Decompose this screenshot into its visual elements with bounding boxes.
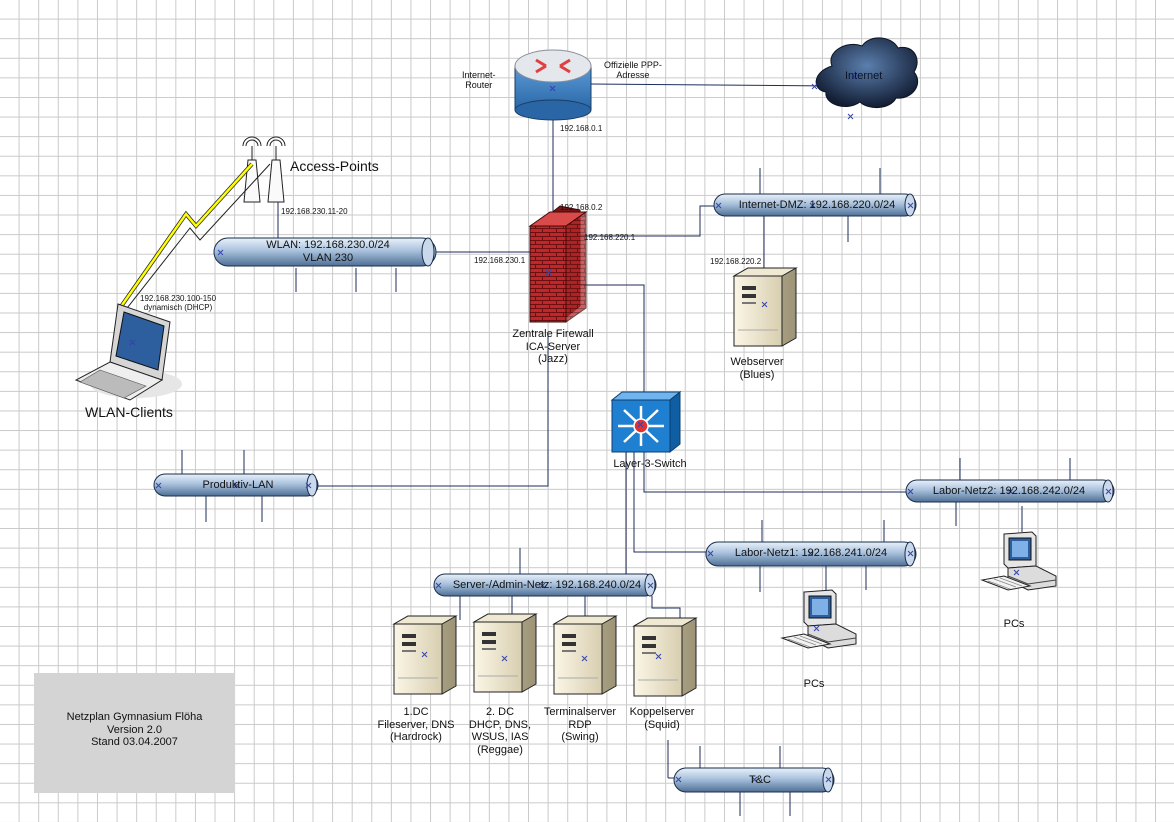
labor1-bus-label: Labor-Netz1: 192.168.241.0/24 bbox=[734, 547, 888, 559]
internet-cloud-icon[interactable] bbox=[815, 37, 919, 108]
pcs-mid-label: PCs bbox=[803, 678, 825, 690]
server-icon-terminal[interactable] bbox=[553, 615, 617, 695]
firewall-label-line1: Zentrale Firewall bbox=[512, 328, 594, 340]
ppp-label-line1: Offizielle PPP- bbox=[604, 60, 662, 70]
wlan-clients-ip-line2: dynamisch (DHCP) bbox=[143, 303, 213, 313]
wlan-clients-label: WLAN-Clients bbox=[85, 404, 173, 420]
server-terminal-line1: Terminalserver bbox=[543, 706, 617, 718]
pc-icon-mid[interactable] bbox=[781, 589, 857, 649]
server-dc2-line3: WSUS, IAS bbox=[471, 731, 529, 744]
legend-date: Stand 03.04.2007 bbox=[91, 736, 178, 749]
cloud-label: Internet bbox=[845, 70, 883, 82]
legend-version: Version 2.0 bbox=[106, 723, 163, 736]
server-dc2-line2: DHCP, DNS, bbox=[468, 718, 532, 731]
router-label: Internet- Router bbox=[462, 70, 496, 91]
bus-stubs bbox=[181, 168, 1071, 816]
legend-title: Netzplan Gymnasium Flöha bbox=[66, 711, 203, 723]
ppp-label: Offizielle PPP- Adresse bbox=[604, 60, 662, 81]
webserver-label: Webserver (Blues) bbox=[714, 356, 800, 381]
firewall-ip-top: 192.168.0.2 bbox=[560, 203, 603, 212]
wireless-link-icon bbox=[118, 162, 271, 313]
firewall-icon[interactable] bbox=[528, 205, 588, 323]
bus-dmz[interactable] bbox=[713, 193, 917, 217]
laptop-icon[interactable] bbox=[74, 303, 182, 401]
legend-text: Netzplan Gymnasium Flöha Version 2.0 Sta… bbox=[34, 711, 235, 749]
access-points-label: Access-Points bbox=[290, 158, 379, 174]
wlan-clients-ip: 192.168.230.100-150 dynamisch (DHCP) bbox=[140, 294, 216, 312]
server-terminal-line2: RDP bbox=[568, 718, 592, 731]
server-koppel-line1: Koppelserver bbox=[629, 706, 695, 718]
server-icon-dc2[interactable] bbox=[473, 613, 537, 693]
server-label-dc2: 2. DC DHCP, DNS, WSUS, IAS (Reggae) bbox=[458, 706, 542, 757]
wlan-clients-ip-line1: 192.168.230.100-150 bbox=[140, 294, 217, 303]
webserver-icon[interactable] bbox=[733, 267, 797, 347]
produktiv-bus-label: Produktiv-LAN bbox=[202, 479, 274, 491]
bus-server[interactable] bbox=[433, 573, 657, 597]
server-koppel-line2: (Squid) bbox=[644, 718, 680, 731]
webserver-label-line2: (Blues) bbox=[739, 368, 775, 381]
webserver-label-line1: Webserver bbox=[730, 356, 784, 368]
router-ip: 192.168.0.1 bbox=[560, 124, 603, 133]
server-bus-label: Server-/Admin-Netz: 192.168.240.0/24 bbox=[452, 579, 642, 591]
switch-label: Layer-3-Switch bbox=[613, 458, 687, 470]
server-dc2-line4: (Reggae) bbox=[477, 743, 523, 756]
dmz-bus-label: Internet-DMZ: 192.168.220.0/24 bbox=[738, 199, 896, 211]
server-icon-koppel[interactable] bbox=[633, 617, 697, 697]
ppp-label-line2: Adresse bbox=[616, 70, 650, 81]
server-dc2-line1: 2. DC bbox=[485, 706, 515, 718]
wlan-bus-line2: VLAN 230 bbox=[302, 251, 354, 264]
firewall-label-line2: ICA-Server bbox=[525, 340, 581, 353]
layer3-switch-icon[interactable] bbox=[610, 390, 682, 454]
webserver-ip: 192.168.220.2 bbox=[710, 257, 762, 266]
server-label-koppel: Koppelserver (Squid) bbox=[620, 706, 704, 731]
access-points-ip: 192.168.230.11-20 bbox=[281, 207, 348, 216]
pcs-right-label: PCs bbox=[1003, 618, 1025, 630]
server-dc1-line2: Fileserver, DNS bbox=[377, 718, 455, 731]
server-label-dc1: 1.DC Fileserver, DNS (Hardrock) bbox=[366, 706, 466, 744]
router-label-line1: Internet- bbox=[462, 70, 496, 80]
firewall-ip-dmz: 192.168.220.1 bbox=[584, 233, 636, 242]
server-label-terminal: Terminalserver RDP (Swing) bbox=[534, 706, 626, 744]
connection-markers bbox=[129, 73, 1112, 783]
tc-bus-label: T&C bbox=[749, 774, 771, 786]
server-dc1-line1: 1.DC bbox=[403, 706, 429, 718]
server-terminal-line3: (Swing) bbox=[561, 731, 599, 744]
firewall-label: Zentrale Firewall ICA-Server (Jazz) bbox=[498, 328, 608, 366]
pc-icon-right[interactable] bbox=[981, 531, 1057, 591]
router-label-line2: Router bbox=[465, 80, 493, 91]
firewall-ip-wlan: 192.168.230.1 bbox=[474, 256, 526, 265]
firewall-label-line3: (Jazz) bbox=[538, 353, 568, 366]
router-icon[interactable] bbox=[514, 49, 592, 121]
legend-box: Netzplan Gymnasium Flöha Version 2.0 Sta… bbox=[34, 673, 235, 793]
bus-wlan[interactable] bbox=[213, 237, 437, 267]
wlan-bus-label: WLAN: 192.168.230.0/24 VLAN 230 bbox=[238, 239, 418, 264]
wlan-bus-line1: WLAN: 192.168.230.0/24 bbox=[266, 239, 390, 251]
labor2-bus-label: Labor-Netz2: 192.168.242.0/24 bbox=[932, 485, 1086, 497]
server-dc1-line3: (Hardrock) bbox=[390, 731, 442, 744]
